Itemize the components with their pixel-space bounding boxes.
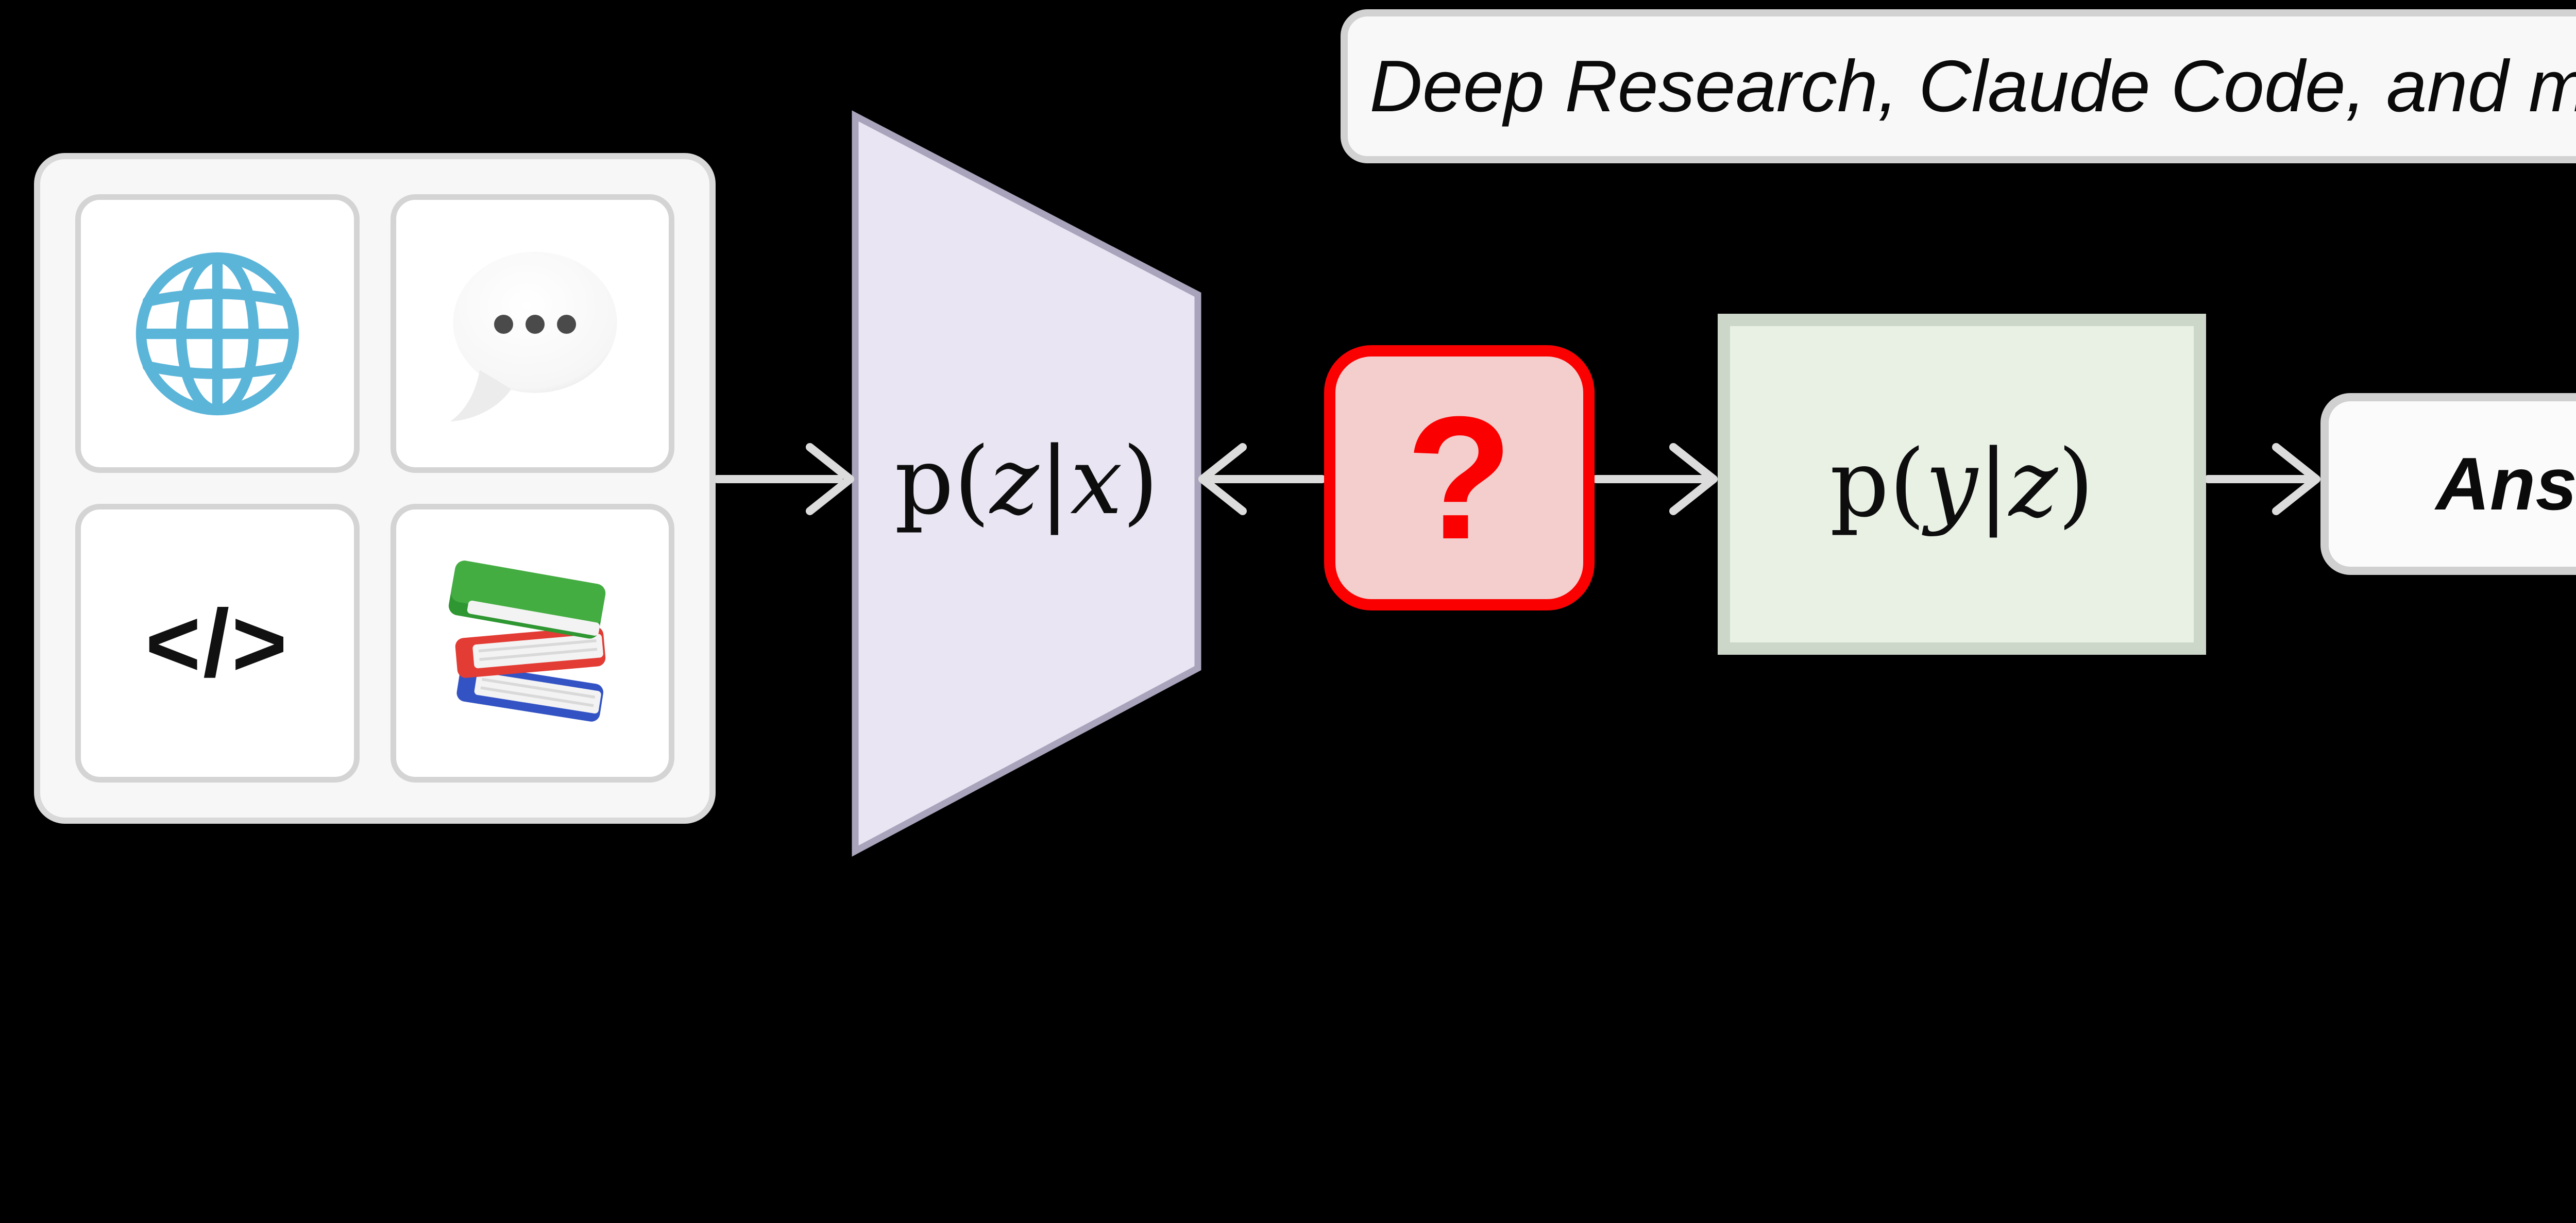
decoder-suffix: ) xyxy=(2058,430,2094,538)
decoder-var-y: y xyxy=(1925,430,1978,538)
grid-cell-chat xyxy=(390,194,674,473)
arrow-bottleneck-to-encoder xyxy=(1198,443,1326,515)
code-icon: </> xyxy=(145,590,290,697)
arrow-input-to-encoder xyxy=(713,443,854,515)
applications-caption-text: Deep Research, Claude Code, and more… xyxy=(1369,45,2576,127)
grid-cell-knowledge xyxy=(390,504,674,783)
encoder-distribution-label: p(z|x) xyxy=(855,435,1198,528)
grid-cell-code: </> xyxy=(75,504,360,783)
grid-cell-web xyxy=(75,194,360,473)
decoder-box xyxy=(1718,314,2206,655)
encoder-trapezoid xyxy=(852,110,1201,857)
books-icon xyxy=(449,560,606,722)
answer-text: Answer xyxy=(2436,442,2576,525)
decoder-bar: | xyxy=(1977,430,2009,538)
decoder-prefix: p( xyxy=(1829,430,1925,538)
globe-icon xyxy=(135,252,299,415)
answer-box: Answer xyxy=(2320,393,2576,575)
arrow-bottleneck-to-decoder xyxy=(1592,443,1718,515)
encoder-var-z: z xyxy=(990,428,1039,535)
arrow-decoder-to-answer xyxy=(2204,443,2320,515)
applications-caption-box: Deep Research, Claude Code, and more… xyxy=(1341,9,2576,163)
encoder-prefix: p( xyxy=(894,428,990,535)
encoder-suffix: ) xyxy=(1122,428,1159,535)
encoder-var-x: x xyxy=(1070,428,1123,535)
decoder-var-z: z xyxy=(2009,430,2058,538)
input-sources-panel: </> xyxy=(34,153,716,824)
speech-bubble-icon xyxy=(450,251,617,421)
encoder-bar: | xyxy=(1039,428,1071,535)
decoder-distribution-label: p(y|z) xyxy=(1718,438,2206,531)
question-mark: ? xyxy=(1405,380,1513,576)
bottleneck-question-box: ? xyxy=(1324,345,1595,610)
